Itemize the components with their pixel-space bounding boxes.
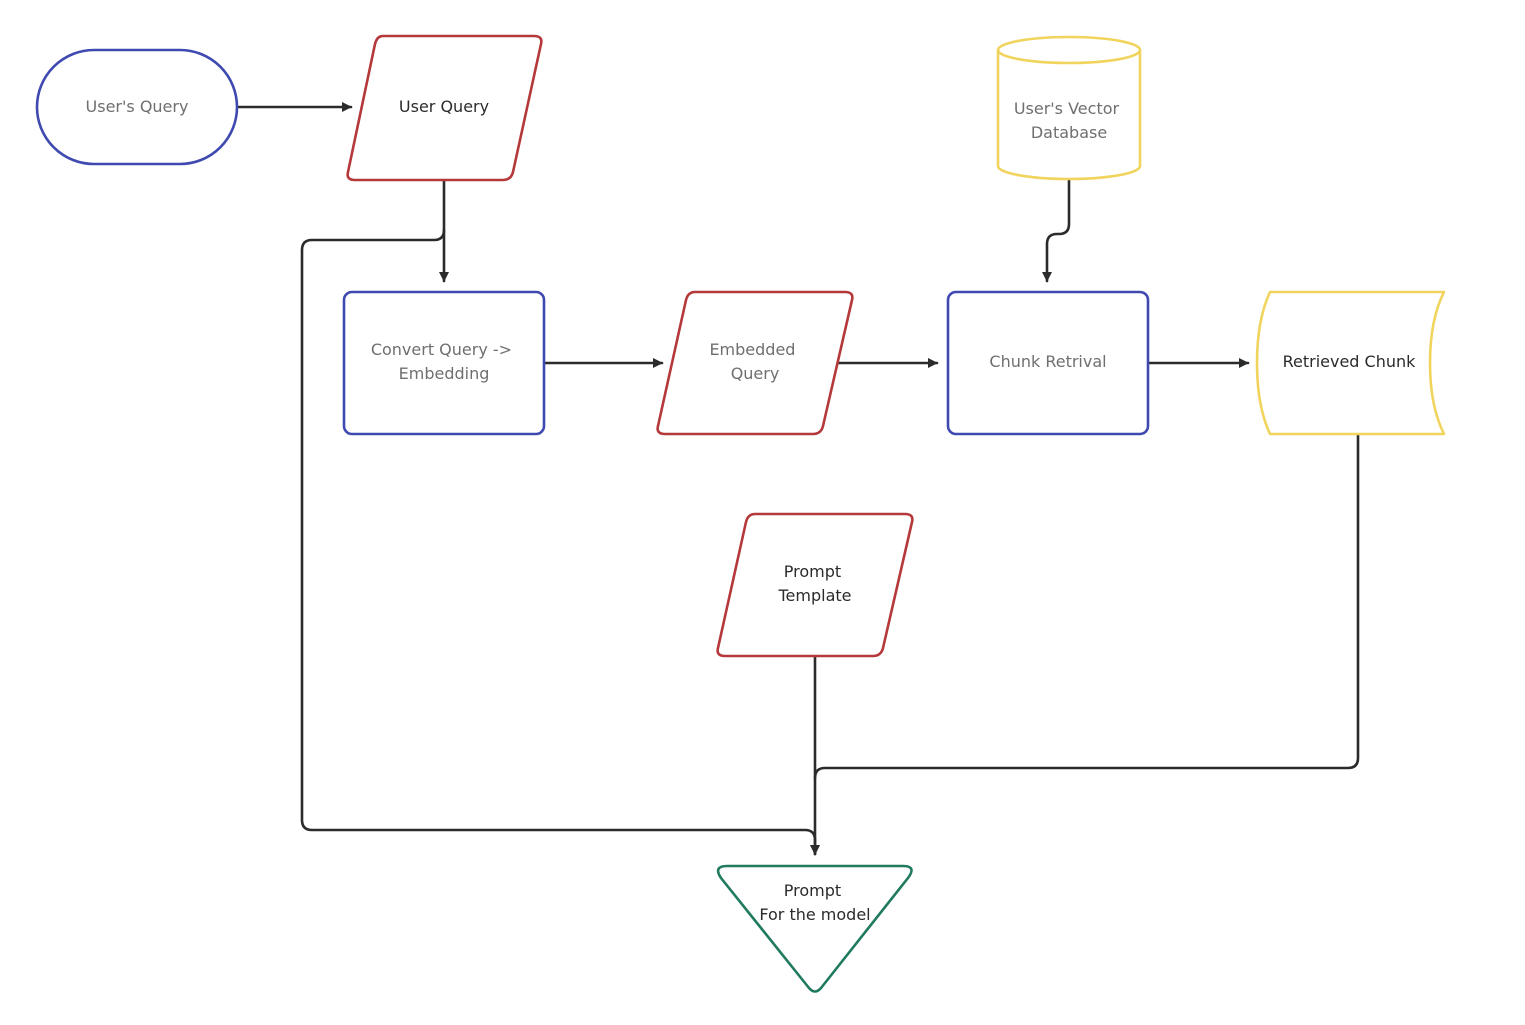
process-shape bbox=[946, 290, 1150, 436]
node-chunk-retrival[interactable]: Chunk Retrival bbox=[946, 290, 1150, 436]
process-shape bbox=[342, 290, 546, 436]
merge-shape bbox=[716, 864, 913, 993]
node-label: Convert Query -> Embedding bbox=[371, 340, 517, 383]
database-top-rim bbox=[996, 49, 1142, 65]
node-label: Embedded Query bbox=[709, 340, 800, 383]
node-prompt-template[interactable]: Prompt Template bbox=[716, 512, 914, 658]
terminal-shape bbox=[35, 48, 239, 166]
node-label: Prompt For the model bbox=[759, 881, 870, 924]
edge-vector-database-to-chunk-retrival[interactable] bbox=[1042, 178, 1071, 283]
parallelogram-shape bbox=[346, 34, 543, 182]
node-users-query-start[interactable]: User's Query bbox=[35, 48, 239, 166]
node-label: Retrieved Chunk bbox=[1283, 352, 1417, 371]
parallelogram-shape bbox=[656, 290, 854, 436]
edge-retrieved-chunk-to-prompt-for-model[interactable] bbox=[813, 433, 1360, 780]
parallelogram-shape bbox=[716, 512, 914, 658]
database-shape bbox=[996, 35, 1142, 181]
node-user-query[interactable]: User Query bbox=[346, 34, 543, 182]
node-embedded-query[interactable]: Embedded Query bbox=[656, 290, 854, 436]
edge-user-query-to-prompt-for-model[interactable] bbox=[300, 228, 820, 856]
node-prompt-for-model[interactable]: Prompt For the model bbox=[716, 864, 913, 993]
stored-data-shape bbox=[1255, 290, 1446, 436]
connectors bbox=[236, 102, 1360, 856]
node-vector-database[interactable]: User's Vector Database bbox=[996, 35, 1142, 181]
node-label: User Query bbox=[399, 97, 489, 116]
node-label: Chunk Retrival bbox=[989, 352, 1106, 371]
node-retrieved-chunk[interactable]: Retrieved Chunk bbox=[1255, 290, 1446, 436]
node-label: Prompt Template bbox=[777, 562, 851, 605]
node-label: User's Query bbox=[86, 97, 189, 116]
node-convert-query[interactable]: Convert Query -> Embedding bbox=[342, 290, 546, 436]
node-label: User's Vector Database bbox=[1014, 99, 1124, 142]
